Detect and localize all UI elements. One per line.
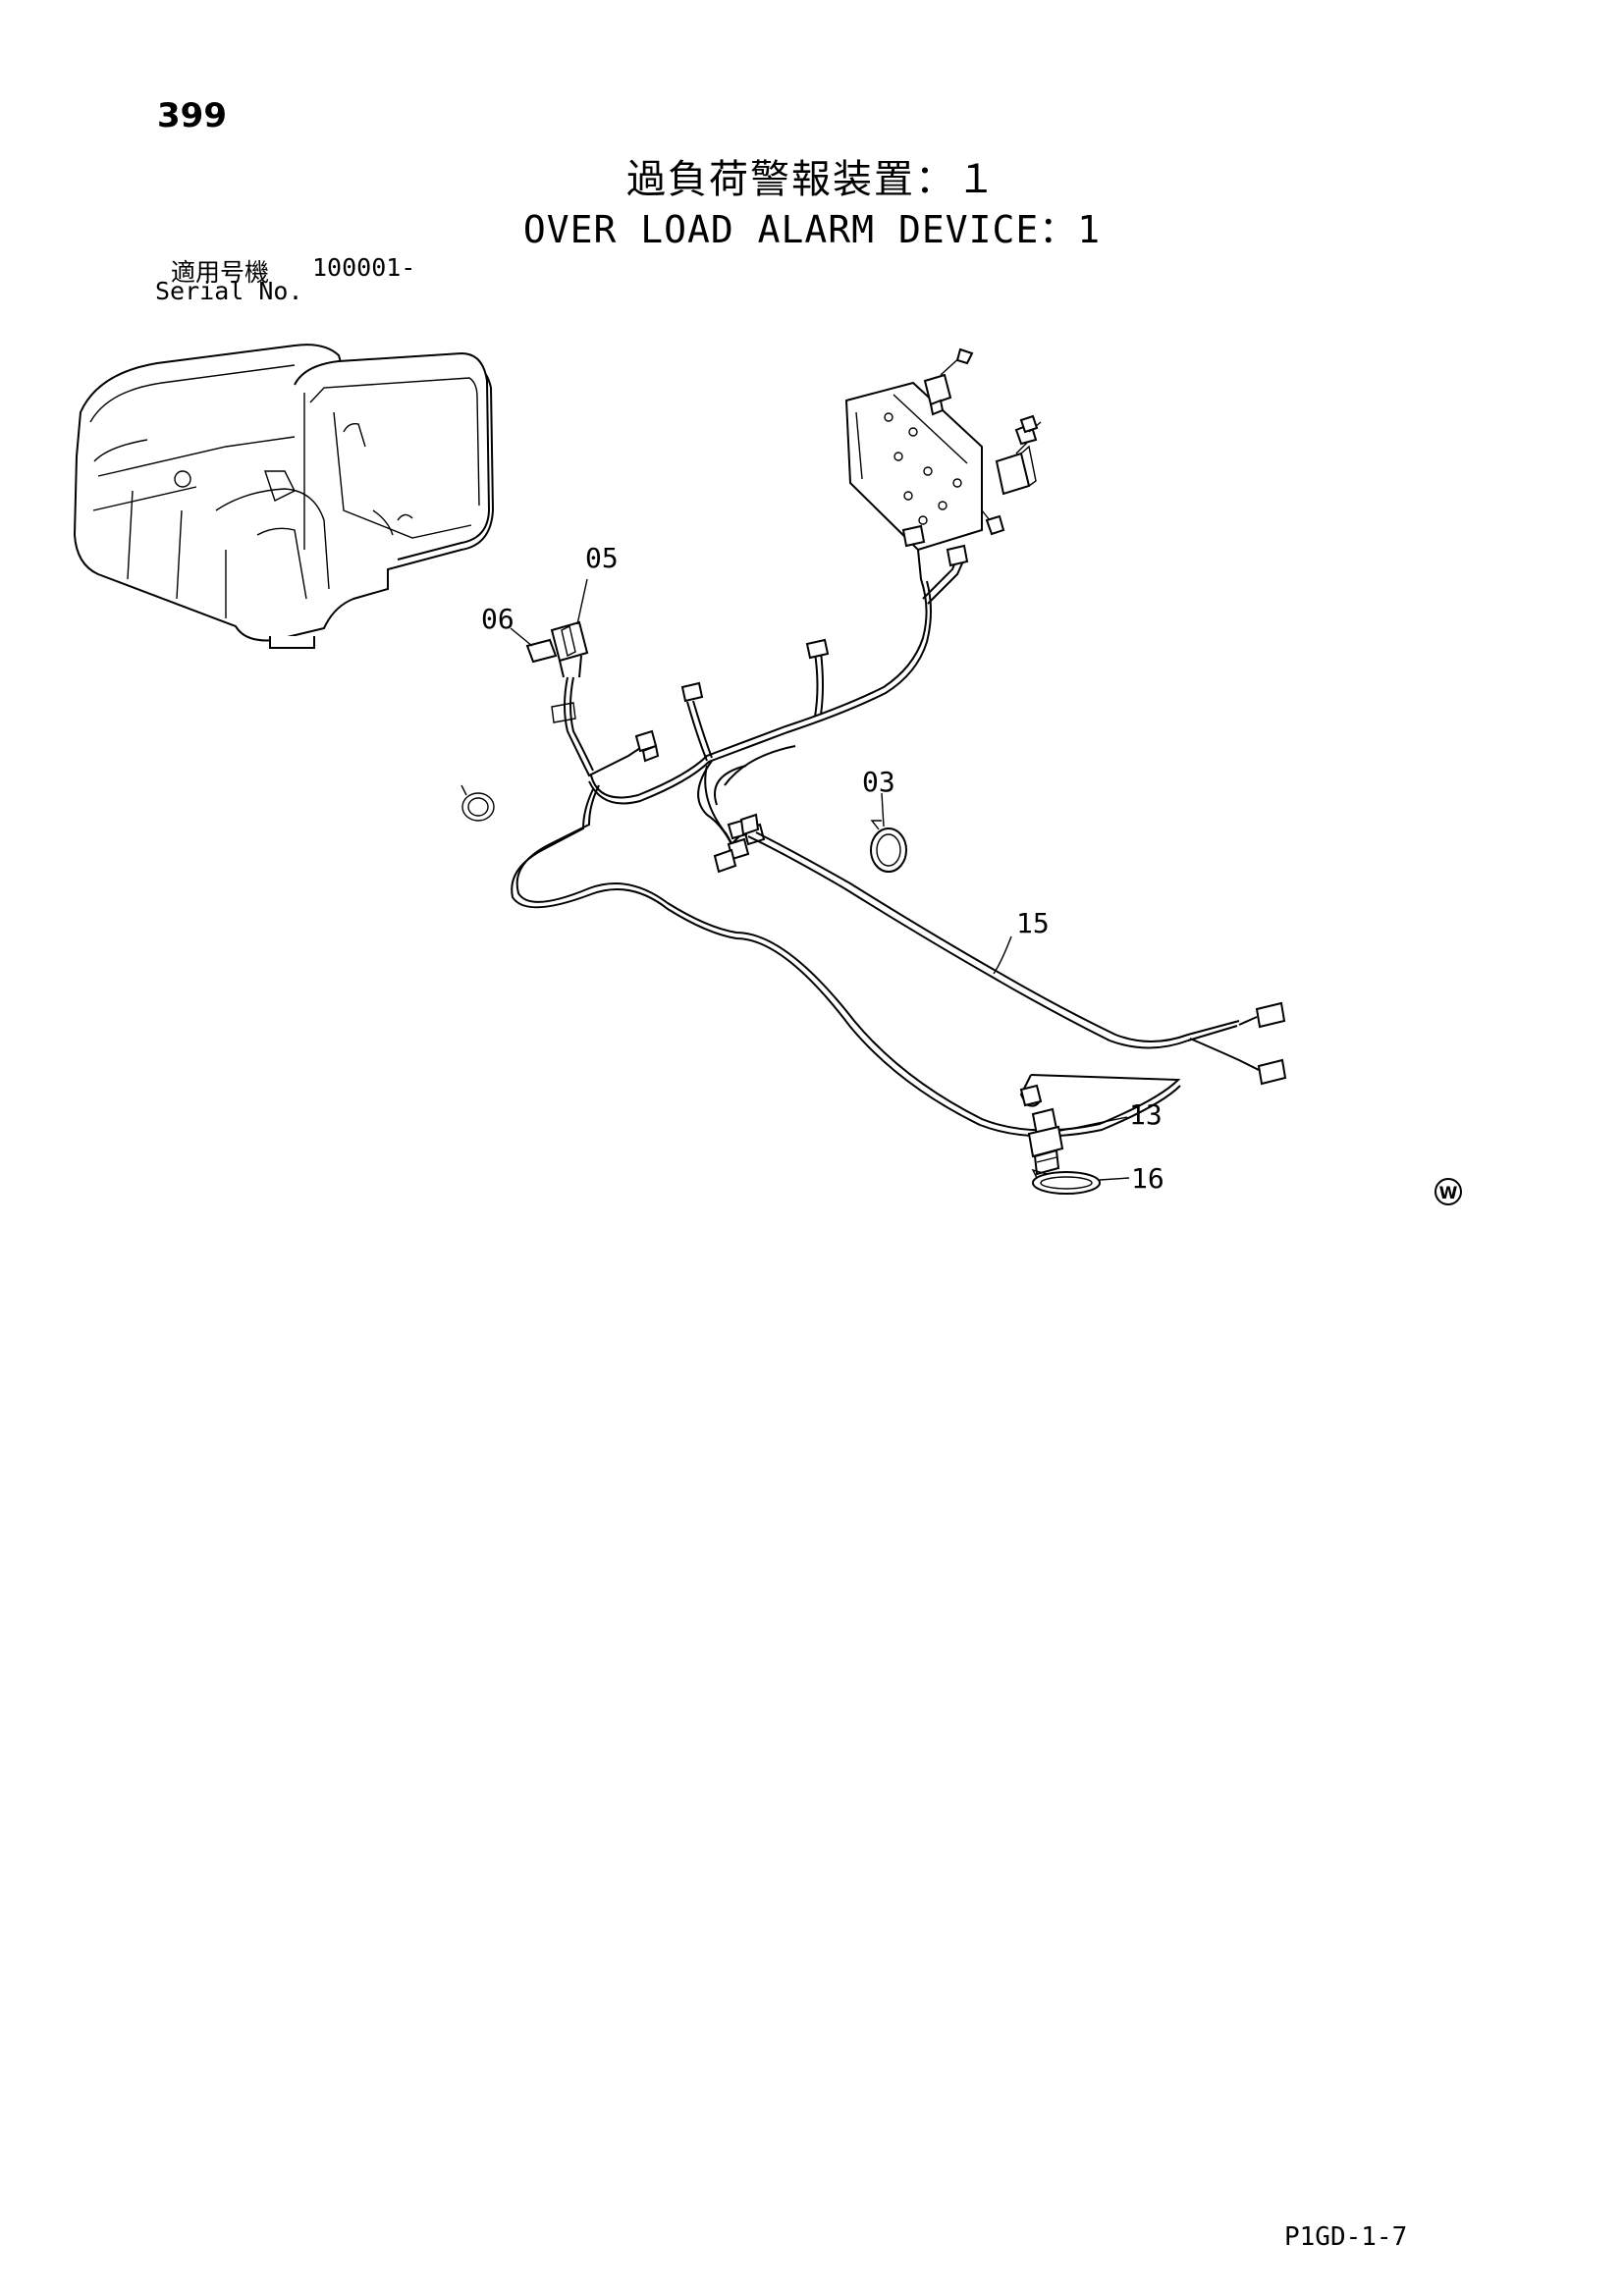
part-16-clamp [1031,1168,1130,1195]
excavator-cab-illustration [73,344,495,649]
callout-15: 15 [1016,907,1050,939]
harness-clamp-left [460,784,495,822]
callout-03: 03 [862,766,895,798]
part-06-label [510,627,558,664]
page-number: 399 [157,96,227,135]
figure-code: P1GD-1-7 [1284,2222,1408,2252]
part-05-switch [550,578,589,723]
callout-06: 06 [481,603,514,635]
callout-16: 16 [1131,1162,1164,1195]
part-15-harness [747,831,1287,1086]
part-13-pressure-sensor [1027,1107,1128,1176]
serial-label-english: Serial No. [155,277,303,305]
serial-label-japanese: 適用号機 [171,258,270,287]
monitor-bracket-assembly [844,347,1042,552]
part-03-clamp [870,792,907,873]
w-mark-symbol: W [1435,1178,1462,1205]
serial-number-range: 100001- [312,253,416,282]
page-title-english: OVER LOAD ALARM DEVICE：1 [522,208,1102,251]
wiring-harness [511,524,1181,1138]
page-title-japanese: 過負荷警報装置：１ [626,157,998,202]
callout-05: 05 [585,542,619,574]
w-mark-letter: W [1439,1184,1458,1203]
callout-13: 13 [1129,1098,1163,1131]
